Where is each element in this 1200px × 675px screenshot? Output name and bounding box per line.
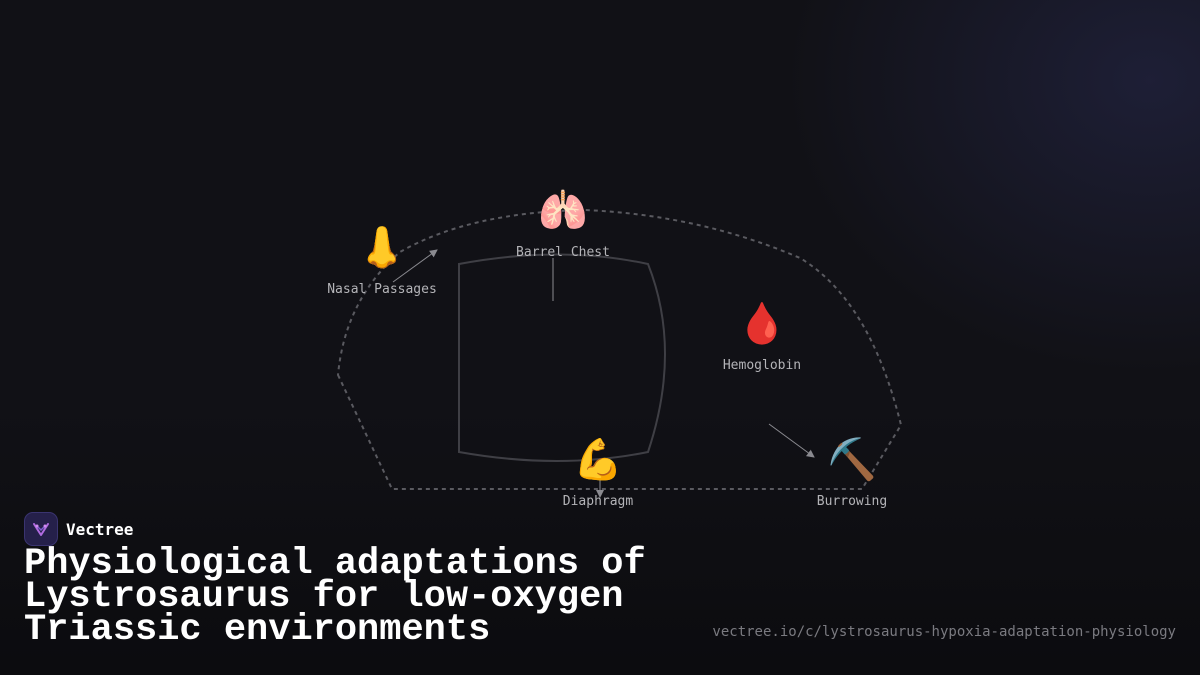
node-label-hemoglobin: Hemoglobin bbox=[722, 358, 802, 373]
vectree-logo-icon bbox=[24, 512, 58, 546]
node-hemoglobin: 🩸 Hemoglobin bbox=[723, 300, 801, 373]
arrow-hemoglobin bbox=[768, 423, 815, 458]
node-label-barrel-chest: Barrel Chest bbox=[516, 245, 610, 260]
node-label-burrowing: Burrowing bbox=[816, 494, 888, 509]
flexed-biceps-icon: 💪 bbox=[573, 437, 623, 483]
nose-icon: 👃 bbox=[357, 225, 407, 271]
blood-drop-icon: 🩸 bbox=[737, 301, 787, 347]
source-url[interactable]: vectree.io/c/lystrosaurus-hypoxia-adapta… bbox=[712, 624, 1176, 640]
node-diaphragm: 💪 Diaphragm bbox=[563, 436, 633, 509]
node-nasal-passages: 👃 Nasal Passages bbox=[327, 224, 437, 297]
lungs-icon: 🫁 bbox=[538, 188, 588, 234]
pick-icon: ⛏️ bbox=[827, 437, 877, 483]
page-title: Physiological adaptations of Lystrosauru… bbox=[24, 543, 646, 651]
node-barrel-chest: 🫁 Barrel Chest bbox=[516, 187, 610, 260]
node-label-diaphragm: Diaphragm bbox=[562, 494, 634, 509]
body-outline-dashed bbox=[336, 208, 903, 490]
arrow-nasal bbox=[392, 249, 438, 283]
brand[interactable]: Vectree bbox=[24, 512, 133, 546]
node-burrowing: ⛏️ Burrowing bbox=[817, 436, 887, 509]
brand-name: Vectree bbox=[66, 519, 134, 539]
node-label-nasal-passages: Nasal Passages bbox=[327, 282, 437, 297]
torso-outline bbox=[458, 253, 666, 462]
